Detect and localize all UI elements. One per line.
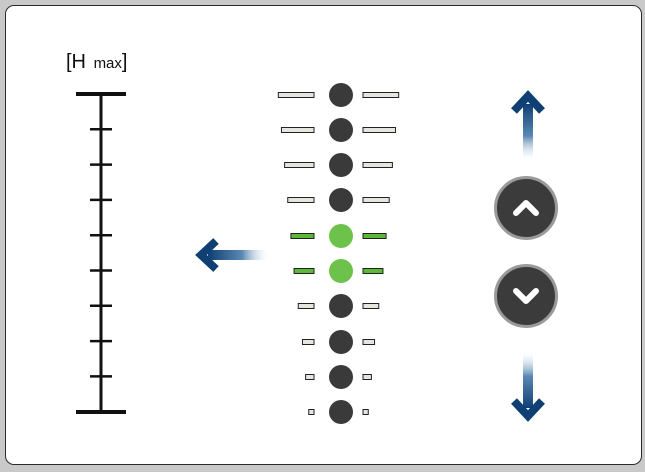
scale-label-main: [H xyxy=(66,51,92,73)
level-dot xyxy=(329,330,353,354)
level-bar-right xyxy=(362,303,380,309)
scale-label-close: ] xyxy=(121,51,128,73)
level-bar-left xyxy=(301,339,315,345)
scale-label-sub: max xyxy=(93,55,122,72)
arrow-up-icon xyxy=(511,90,545,162)
level-bar-left xyxy=(308,409,315,415)
level-bar-right xyxy=(362,268,384,274)
level-dot xyxy=(329,83,353,107)
chevron-down-icon xyxy=(513,288,539,304)
level-bar-right xyxy=(362,127,397,133)
level-dot-active xyxy=(329,259,353,283)
level-bar-right xyxy=(362,339,376,345)
level-bar-left xyxy=(305,374,315,380)
level-dot xyxy=(329,153,353,177)
level-bar-right xyxy=(362,92,400,98)
scale-label: [H max] xyxy=(66,52,127,72)
decrease-button[interactable] xyxy=(494,264,558,328)
level-bar-left xyxy=(293,268,315,274)
height-scale xyxy=(76,92,126,414)
arrow-down-icon xyxy=(511,350,545,422)
level-dot xyxy=(329,294,353,318)
level-bar-right xyxy=(362,233,387,239)
level-dot-active xyxy=(329,224,353,248)
level-bar-left xyxy=(297,303,315,309)
chevron-up-icon xyxy=(513,200,539,216)
level-bar-left xyxy=(277,92,315,98)
level-bar-right xyxy=(362,197,390,203)
arrow-left-icon xyxy=(195,238,270,272)
level-bar-left xyxy=(280,127,315,133)
level-bar-right xyxy=(362,409,369,415)
level-bar-left xyxy=(284,162,315,168)
level-bar-right xyxy=(362,162,393,168)
level-dot xyxy=(329,400,353,424)
level-dot xyxy=(329,365,353,389)
level-indicator xyxy=(277,83,400,424)
level-dot xyxy=(329,118,353,142)
increase-button[interactable] xyxy=(494,176,558,240)
level-dot xyxy=(329,188,353,212)
level-bar-left xyxy=(287,197,315,203)
level-bar-left xyxy=(290,233,315,239)
scale-ticks xyxy=(90,128,112,378)
level-bar-right xyxy=(362,374,372,380)
